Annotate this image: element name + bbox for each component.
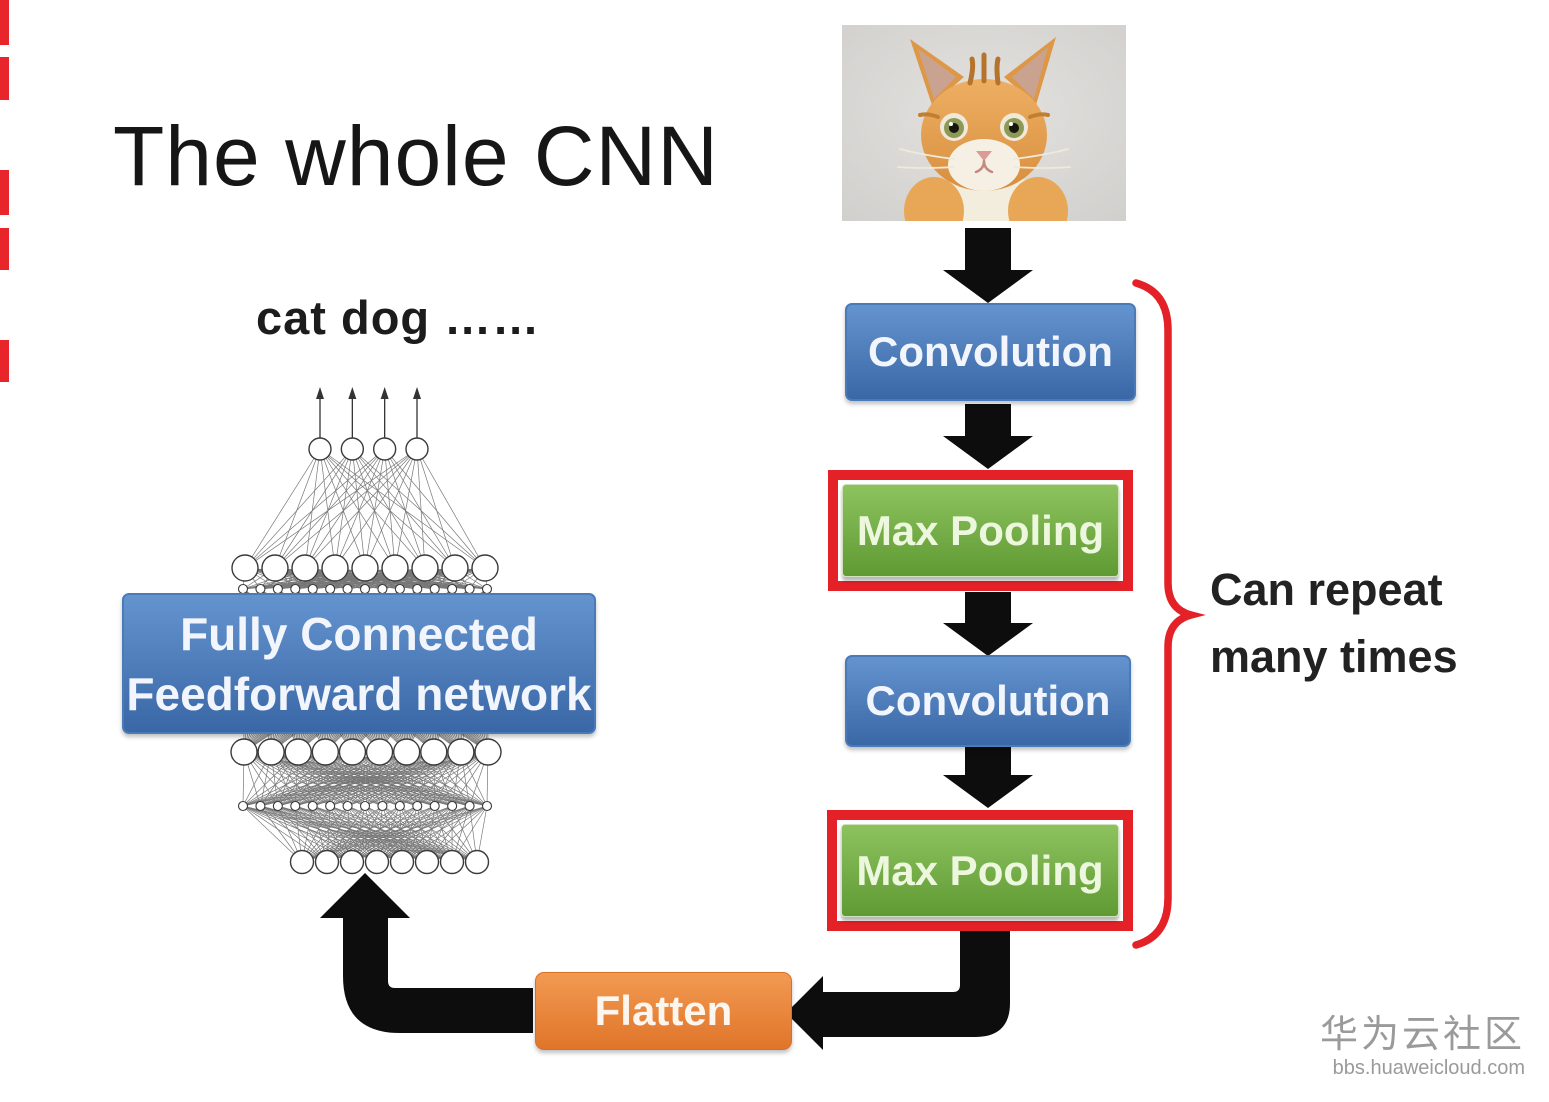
watermark-url: bbs.huaweicloud.com [1332,1057,1525,1079]
output-class-labels: cat dog …… [256,291,541,344]
max-pooling-highlight-2: Max Pooling [827,810,1133,931]
watermark: 华为云社区 bbs.huaweicloud.com [1320,1014,1525,1080]
fc-line2: Feedforward network [126,667,592,720]
max-pooling-box-2: Max Pooling [841,824,1119,917]
max-pooling-box-1: Max Pooling [842,484,1119,577]
kitten-illustration [842,25,1126,263]
left-edge-mark [0,0,9,45]
page-title: The whole CNN [113,109,719,203]
watermark-cn: 华为云社区 [1319,1014,1525,1056]
fc-line1: Fully Connected [180,607,538,660]
left-edge-mark [0,340,9,382]
flatten-box: Flatten [535,972,792,1050]
left-edge-mark [0,170,9,215]
left-edge-mark [0,57,9,100]
repeat-annotation: Can repeat many times [1210,556,1458,690]
cat-photo [842,25,1126,263]
annotation-line2: many times [1210,631,1458,682]
max-pooling-highlight-1: Max Pooling [828,470,1133,591]
fully-connected-box: Fully Connected Feedforward network [122,593,596,734]
left-edge-mark [0,228,9,270]
convolution-box-2: Convolution [845,655,1131,747]
convolution-box-1: Convolution [845,303,1136,401]
annotation-line1: Can repeat [1210,564,1443,615]
